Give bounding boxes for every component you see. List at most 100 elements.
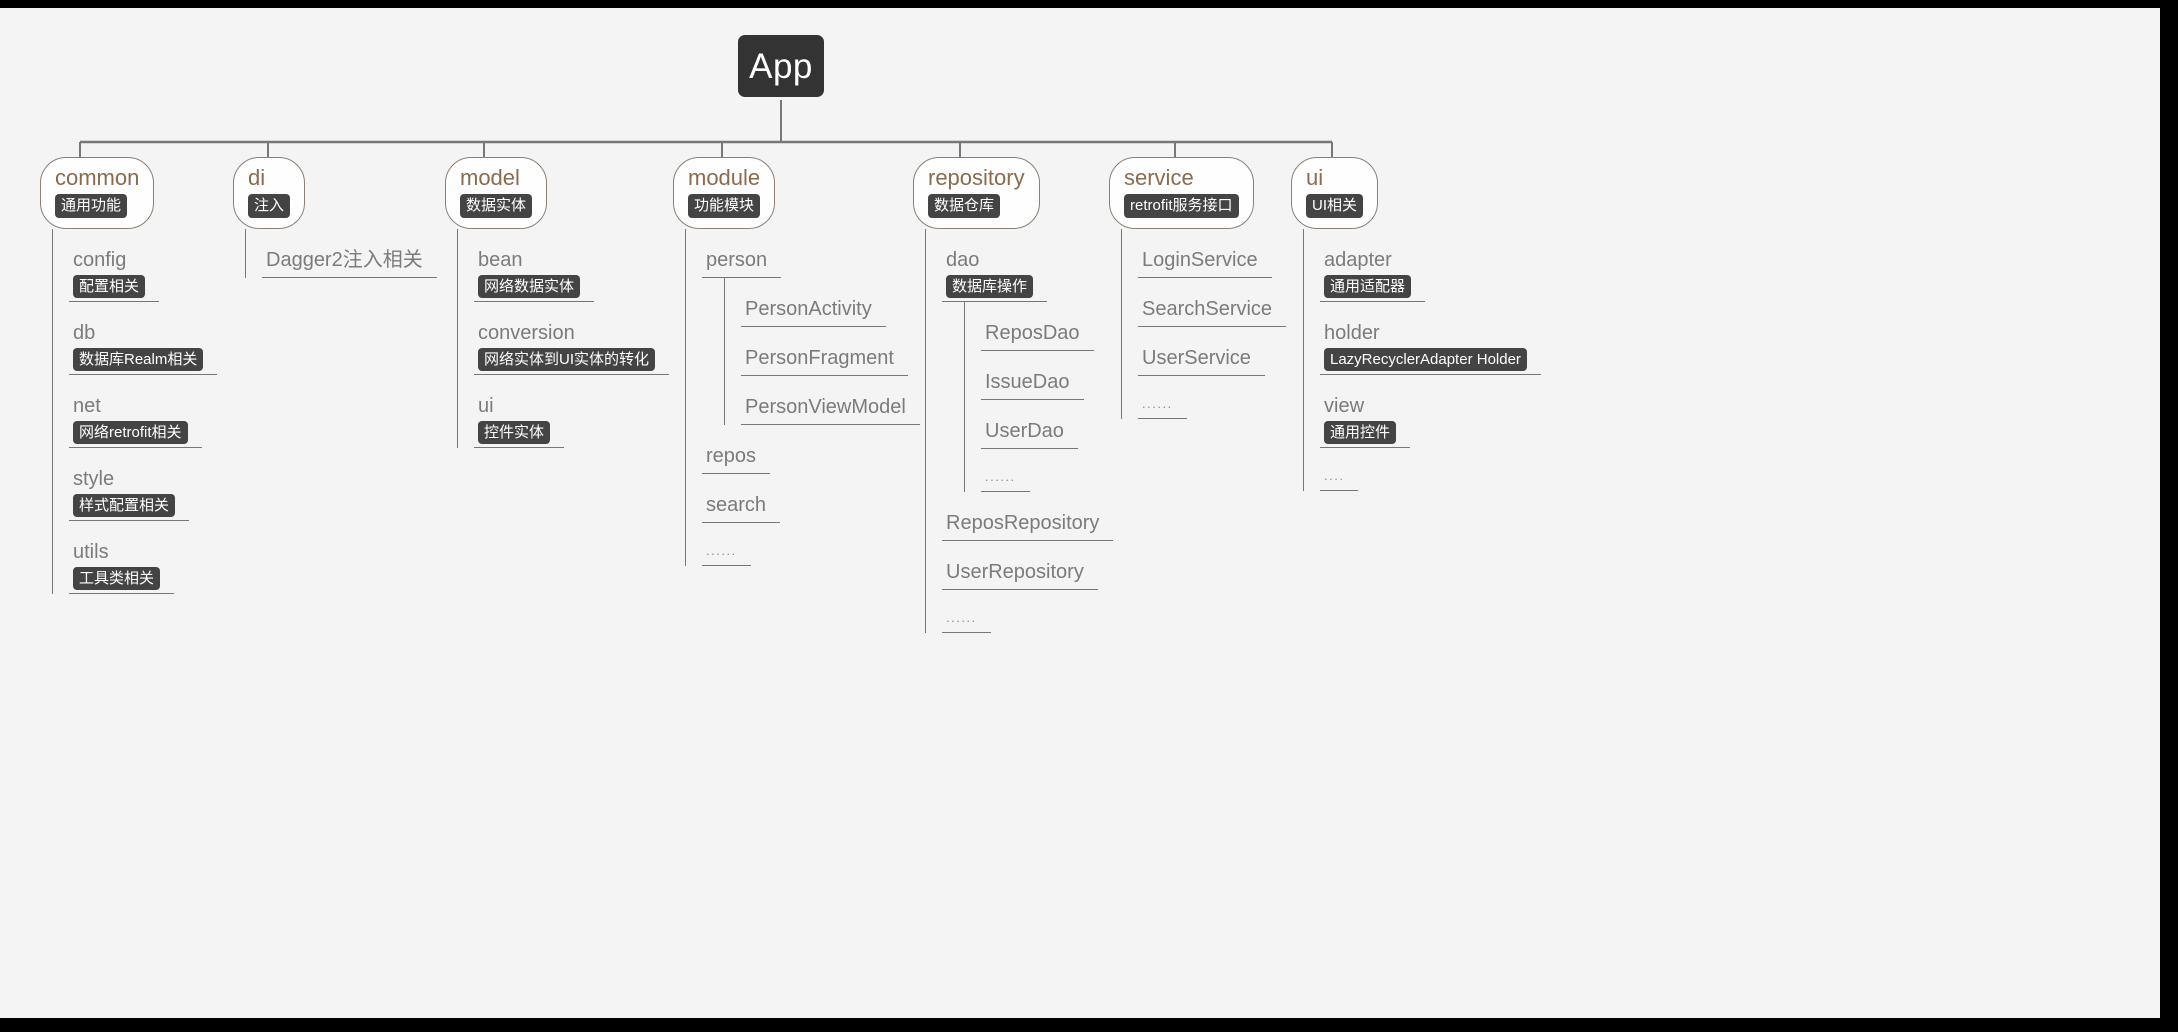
node-badge: 通用适配器 bbox=[1324, 275, 1412, 298]
node-service-more[interactable]: ...... bbox=[1122, 376, 1286, 419]
node-row: IssueDao bbox=[981, 369, 1084, 400]
node-config[interactable]: config 配置相关 bbox=[53, 229, 217, 302]
node-personviewmodel[interactable]: PersonViewModel bbox=[725, 376, 920, 425]
node-style[interactable]: style 样式配置相关 bbox=[53, 448, 217, 521]
node-loginservice[interactable]: LoginService bbox=[1122, 229, 1286, 278]
node-label: ReposDao bbox=[985, 322, 1080, 344]
branch-repository: repository 数据仓库 dao 数据库操作 ReposDao bbox=[913, 157, 1114, 633]
node-row: UserRepository bbox=[942, 559, 1098, 590]
node-label: utils bbox=[73, 541, 109, 563]
subtree-dao: ReposDao IssueDao UserDao bbox=[964, 302, 1113, 492]
node-badge: 网络数据实体 bbox=[478, 275, 581, 298]
node-row: db 数据库Realm相关 bbox=[69, 320, 218, 375]
node-view[interactable]: view 通用控件 bbox=[1304, 375, 1541, 448]
branch-cap-service[interactable]: service retrofit服务接口 bbox=[1109, 157, 1254, 229]
node-row: net 网络retrofit相关 bbox=[69, 393, 202, 448]
node-label: .... bbox=[1324, 468, 1345, 483]
branch-title-repository: repository bbox=[928, 165, 1025, 190]
connector-lines bbox=[79, 100, 1333, 171]
node-row: PersonViewModel bbox=[741, 394, 920, 425]
branch-badge-common: 通用功能 bbox=[55, 194, 128, 218]
branch-common: common 通用功能 config 配置相关 db 数据库Realm相关 ne… bbox=[40, 157, 218, 594]
branch-cap-model[interactable]: model 数据实体 bbox=[445, 157, 548, 229]
node-badge: 网络retrofit相关 bbox=[73, 421, 188, 444]
node-reposrepository[interactable]: ReposRepository bbox=[926, 492, 1114, 541]
node-label: UserService bbox=[1142, 347, 1251, 369]
node-row: ...... bbox=[702, 541, 751, 566]
node-label: dao bbox=[946, 249, 980, 271]
node-search[interactable]: search bbox=[686, 474, 920, 523]
node-repository-more[interactable]: ...... bbox=[926, 590, 1113, 633]
branch-module: module 功能模块 person PersonActivity Person bbox=[673, 157, 920, 566]
node-row: bean 网络数据实体 bbox=[474, 247, 595, 302]
branch-cap-repository[interactable]: repository 数据仓库 bbox=[913, 157, 1040, 229]
node-module-more[interactable]: ...... bbox=[686, 523, 920, 566]
node-label: net bbox=[73, 395, 101, 417]
node-label: view bbox=[1324, 395, 1365, 417]
branch-cap-module[interactable]: module 功能模块 bbox=[673, 157, 776, 229]
node-row: ui 控件实体 bbox=[474, 393, 565, 448]
subtree-person: PersonActivity PersonFragment PersonView… bbox=[724, 278, 920, 425]
node-label: Dagger2注入相关 bbox=[266, 249, 423, 271]
node-badge: 通用控件 bbox=[1324, 421, 1397, 444]
node-person[interactable]: person PersonActivity PersonFragment bbox=[686, 229, 920, 425]
node-utils[interactable]: utils 工具类相关 bbox=[53, 521, 217, 594]
node-searchservice[interactable]: SearchService bbox=[1122, 278, 1287, 327]
node-label: SearchService bbox=[1142, 298, 1273, 320]
node-row: UserService bbox=[1138, 345, 1265, 376]
node-ui-more[interactable]: .... bbox=[1304, 448, 1541, 491]
branch-di: di 注入 Dagger2注入相关 bbox=[233, 157, 437, 278]
node-repos[interactable]: repos bbox=[686, 425, 920, 474]
node-row: style 样式配置相关 bbox=[69, 466, 190, 521]
node-personfragment[interactable]: PersonFragment bbox=[725, 327, 920, 376]
node-dao-more[interactable]: ...... bbox=[965, 449, 1113, 492]
node-bean[interactable]: bean 网络数据实体 bbox=[458, 229, 669, 302]
node-label: ui bbox=[478, 395, 494, 417]
node-userrepository[interactable]: UserRepository bbox=[926, 541, 1113, 590]
node-issuedao[interactable]: IssueDao bbox=[965, 351, 1113, 400]
node-userservice[interactable]: UserService bbox=[1122, 327, 1286, 376]
node-row: config 配置相关 bbox=[69, 247, 160, 302]
subtree-service: LoginService SearchService UserService .… bbox=[1121, 229, 1287, 419]
branch-title-di: di bbox=[248, 165, 266, 190]
node-row: ...... bbox=[942, 608, 991, 633]
node-net[interactable]: net 网络retrofit相关 bbox=[53, 375, 217, 448]
node-label: ReposRepository bbox=[946, 512, 1100, 534]
node-row: utils 工具类相关 bbox=[69, 539, 175, 594]
node-label: style bbox=[73, 468, 115, 490]
node-row: .... bbox=[1320, 466, 1359, 491]
node-reposdao[interactable]: ReposDao bbox=[965, 302, 1113, 351]
branch-cap-di[interactable]: di 注入 bbox=[233, 157, 306, 229]
node-label: LoginService bbox=[1142, 249, 1258, 271]
node-row: UserDao bbox=[981, 418, 1078, 449]
node-row: holder LazyRecyclerAdapter Holder bbox=[1320, 320, 1541, 375]
branch-cap-common[interactable]: common 通用功能 bbox=[40, 157, 155, 229]
branch-model: model 数据实体 bean 网络数据实体 conversion 网络实体到U… bbox=[445, 157, 670, 448]
node-dagger2[interactable]: Dagger2注入相关 bbox=[246, 229, 437, 278]
node-row: PersonFragment bbox=[741, 345, 908, 376]
node-row: ...... bbox=[1138, 394, 1187, 419]
node-adapter[interactable]: adapter 通用适配器 bbox=[1304, 229, 1541, 302]
branch-badge-service: retrofit服务接口 bbox=[1124, 194, 1239, 218]
root-node-label: App bbox=[749, 46, 813, 86]
node-userdao[interactable]: UserDao bbox=[965, 400, 1113, 449]
node-row: PersonActivity bbox=[741, 296, 886, 327]
root-node[interactable]: App bbox=[738, 35, 824, 97]
branch-cap-ui[interactable]: ui UI相关 bbox=[1291, 157, 1379, 229]
branch-title-ui: ui bbox=[1306, 165, 1324, 190]
node-dao[interactable]: dao 数据库操作 ReposDao IssueDao bbox=[926, 229, 1113, 492]
node-conversion[interactable]: conversion 网络实体到UI实体的转化 bbox=[458, 302, 670, 375]
node-badge: 网络实体到UI实体的转化 bbox=[478, 348, 656, 371]
node-label: PersonFragment bbox=[745, 347, 894, 369]
node-label: person bbox=[706, 249, 768, 271]
node-holder[interactable]: holder LazyRecyclerAdapter Holder bbox=[1304, 302, 1541, 375]
node-model-ui[interactable]: ui 控件实体 bbox=[458, 375, 669, 448]
node-db[interactable]: db 数据库Realm相关 bbox=[53, 302, 218, 375]
node-row: search bbox=[702, 492, 781, 523]
node-row: person bbox=[702, 247, 782, 278]
node-row: ReposDao bbox=[981, 320, 1094, 351]
node-personactivity[interactable]: PersonActivity bbox=[725, 278, 920, 327]
subtree-di: Dagger2注入相关 bbox=[245, 229, 437, 278]
node-badge: 控件实体 bbox=[478, 421, 551, 444]
node-badge: 样式配置相关 bbox=[73, 494, 176, 517]
